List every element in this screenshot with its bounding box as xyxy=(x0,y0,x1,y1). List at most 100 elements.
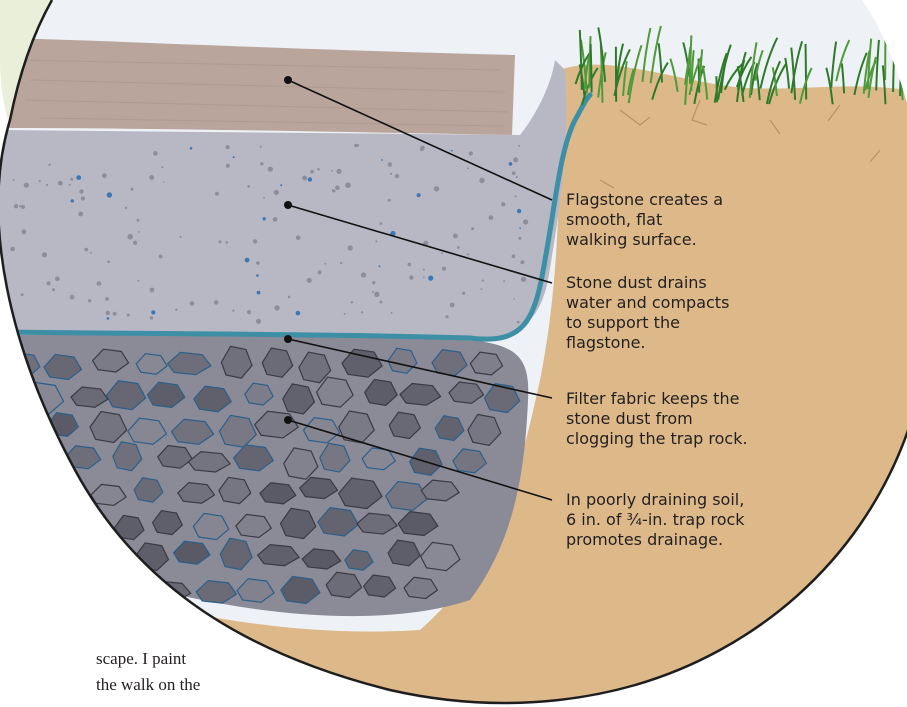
stone-dust-speck xyxy=(503,280,505,282)
stone-dust-speck xyxy=(274,190,279,195)
stone-dust-speck xyxy=(256,274,259,277)
stone-dust-speck xyxy=(149,175,154,180)
stone-dust-speck xyxy=(215,192,219,196)
stone-dust-speck xyxy=(423,269,425,271)
stone-dust-speck xyxy=(260,162,263,165)
stone-dust-speck xyxy=(247,310,251,314)
stone-dust-speck xyxy=(345,182,351,188)
stone-dust-speck xyxy=(97,281,102,286)
stone-dust-speck xyxy=(331,170,333,172)
trap-rock-stone xyxy=(69,511,98,534)
stone-dust-speck xyxy=(263,197,265,199)
stone-dust-speck xyxy=(253,239,257,243)
stone-dust-speck xyxy=(388,162,393,167)
stone-dust-speck xyxy=(351,301,353,303)
stone-dust-speck xyxy=(88,299,91,302)
grass-blade xyxy=(591,44,592,93)
stone-dust-speck xyxy=(372,281,375,284)
stone-dust-speck xyxy=(81,196,85,200)
stone-dust-speck xyxy=(513,157,518,162)
stone-dust-speck xyxy=(434,186,439,191)
trap-rock-stone xyxy=(96,541,130,570)
stone-dust-speck xyxy=(260,146,262,148)
stone-dust-speck xyxy=(374,292,379,297)
stone-dust-speck xyxy=(19,205,21,207)
stone-dust-speck xyxy=(310,170,314,174)
stone-dust-speck xyxy=(175,309,177,311)
stone-dust-speck xyxy=(268,167,273,172)
stone-dust-speck xyxy=(102,173,107,178)
callout-trap-rock-line-2: 6 in. of ¾-in. trap rock xyxy=(566,510,786,530)
stone-dust-speck xyxy=(133,241,137,245)
stone-dust-speck xyxy=(58,181,63,186)
stone-dust-speck xyxy=(462,292,465,295)
stone-dust-speck xyxy=(518,237,521,240)
stone-dust-speck xyxy=(296,236,301,241)
stone-dust-speck xyxy=(379,265,381,267)
callout-filter-fabric-line-1: Filter fabric keeps the xyxy=(566,389,786,409)
stone-dust-speck xyxy=(336,169,341,174)
stone-dust-speck xyxy=(381,159,383,161)
trap-rock-stone xyxy=(27,507,66,535)
stone-dust-speck xyxy=(340,262,342,264)
stone-dust-speck xyxy=(55,276,60,281)
stone-dust-speck xyxy=(274,305,279,310)
stone-dust-speck xyxy=(69,184,71,186)
stone-dust-speck xyxy=(302,176,307,181)
callout-stone-dust-line-2: water and compacts xyxy=(566,293,786,313)
callout-filter-fabric-line-3: clogging the trap rock. xyxy=(566,429,786,449)
stone-dust-speck xyxy=(516,176,518,178)
stone-dust-speck xyxy=(380,222,383,225)
callout-trap-rock: In poorly draining soil, 6 in. of ¾-in. … xyxy=(566,490,786,550)
stone-dust-speck xyxy=(107,192,112,197)
stone-dust-speck xyxy=(84,248,88,252)
trap-rock-stone xyxy=(11,417,43,441)
stone-dust-speck xyxy=(21,205,25,209)
stone-dust-speck xyxy=(482,280,484,282)
callout-stone-dust-line-4: flagstone. xyxy=(566,333,786,353)
stone-dust-speck xyxy=(153,151,158,156)
stone-dust-speck xyxy=(161,166,163,168)
stone-dust-speck xyxy=(151,310,155,314)
stone-dust-speck xyxy=(409,275,413,279)
stone-dust-speck xyxy=(47,281,51,285)
stone-dust-speck xyxy=(318,270,322,274)
dot-stone-dust xyxy=(284,201,292,209)
stone-dust-speck xyxy=(70,178,73,181)
stone-dust-speck xyxy=(48,164,50,166)
stone-dust-speck xyxy=(226,145,230,149)
stone-dust-speck xyxy=(24,183,29,188)
callout-stone-dust-line-3: to support the xyxy=(566,313,786,333)
stone-dust-speck xyxy=(453,234,458,239)
stone-dust-speck xyxy=(423,277,425,279)
stone-dust-speck xyxy=(288,296,291,299)
stone-dust-speck xyxy=(127,314,130,317)
stone-dust-speck xyxy=(512,171,516,175)
stone-dust-speck xyxy=(408,263,412,267)
stone-dust-speck xyxy=(159,255,163,259)
stone-dust-speck xyxy=(515,195,517,197)
dot-flagstone xyxy=(284,76,292,84)
stone-dust-speck xyxy=(523,219,528,224)
stone-dust-speck xyxy=(280,184,282,186)
stone-dust-speck xyxy=(226,241,229,244)
stone-dust-speck xyxy=(417,193,421,197)
trap-rock-stone xyxy=(32,572,62,596)
stone-dust-speck xyxy=(451,150,453,152)
stone-dust-speck xyxy=(137,280,139,282)
stone-dust-speck xyxy=(467,253,469,255)
stone-dust-speck xyxy=(480,288,482,290)
stone-dust-speck xyxy=(42,252,47,257)
stone-dust-speck xyxy=(106,311,110,315)
stone-dust-speck xyxy=(441,252,443,254)
stone-dust-speck xyxy=(21,293,24,296)
grass-blade xyxy=(806,44,807,99)
stone-dust-speck xyxy=(519,227,521,229)
stone-dust-speck xyxy=(520,260,524,264)
stone-dust-speck xyxy=(420,146,425,151)
stone-dust-speck xyxy=(76,175,81,180)
trap-rock-stone xyxy=(110,574,151,598)
callout-stone-dust-line-1: Stone dust drains xyxy=(566,273,786,293)
stone-dust-speck xyxy=(308,177,312,181)
stone-dust-speck xyxy=(344,313,346,315)
